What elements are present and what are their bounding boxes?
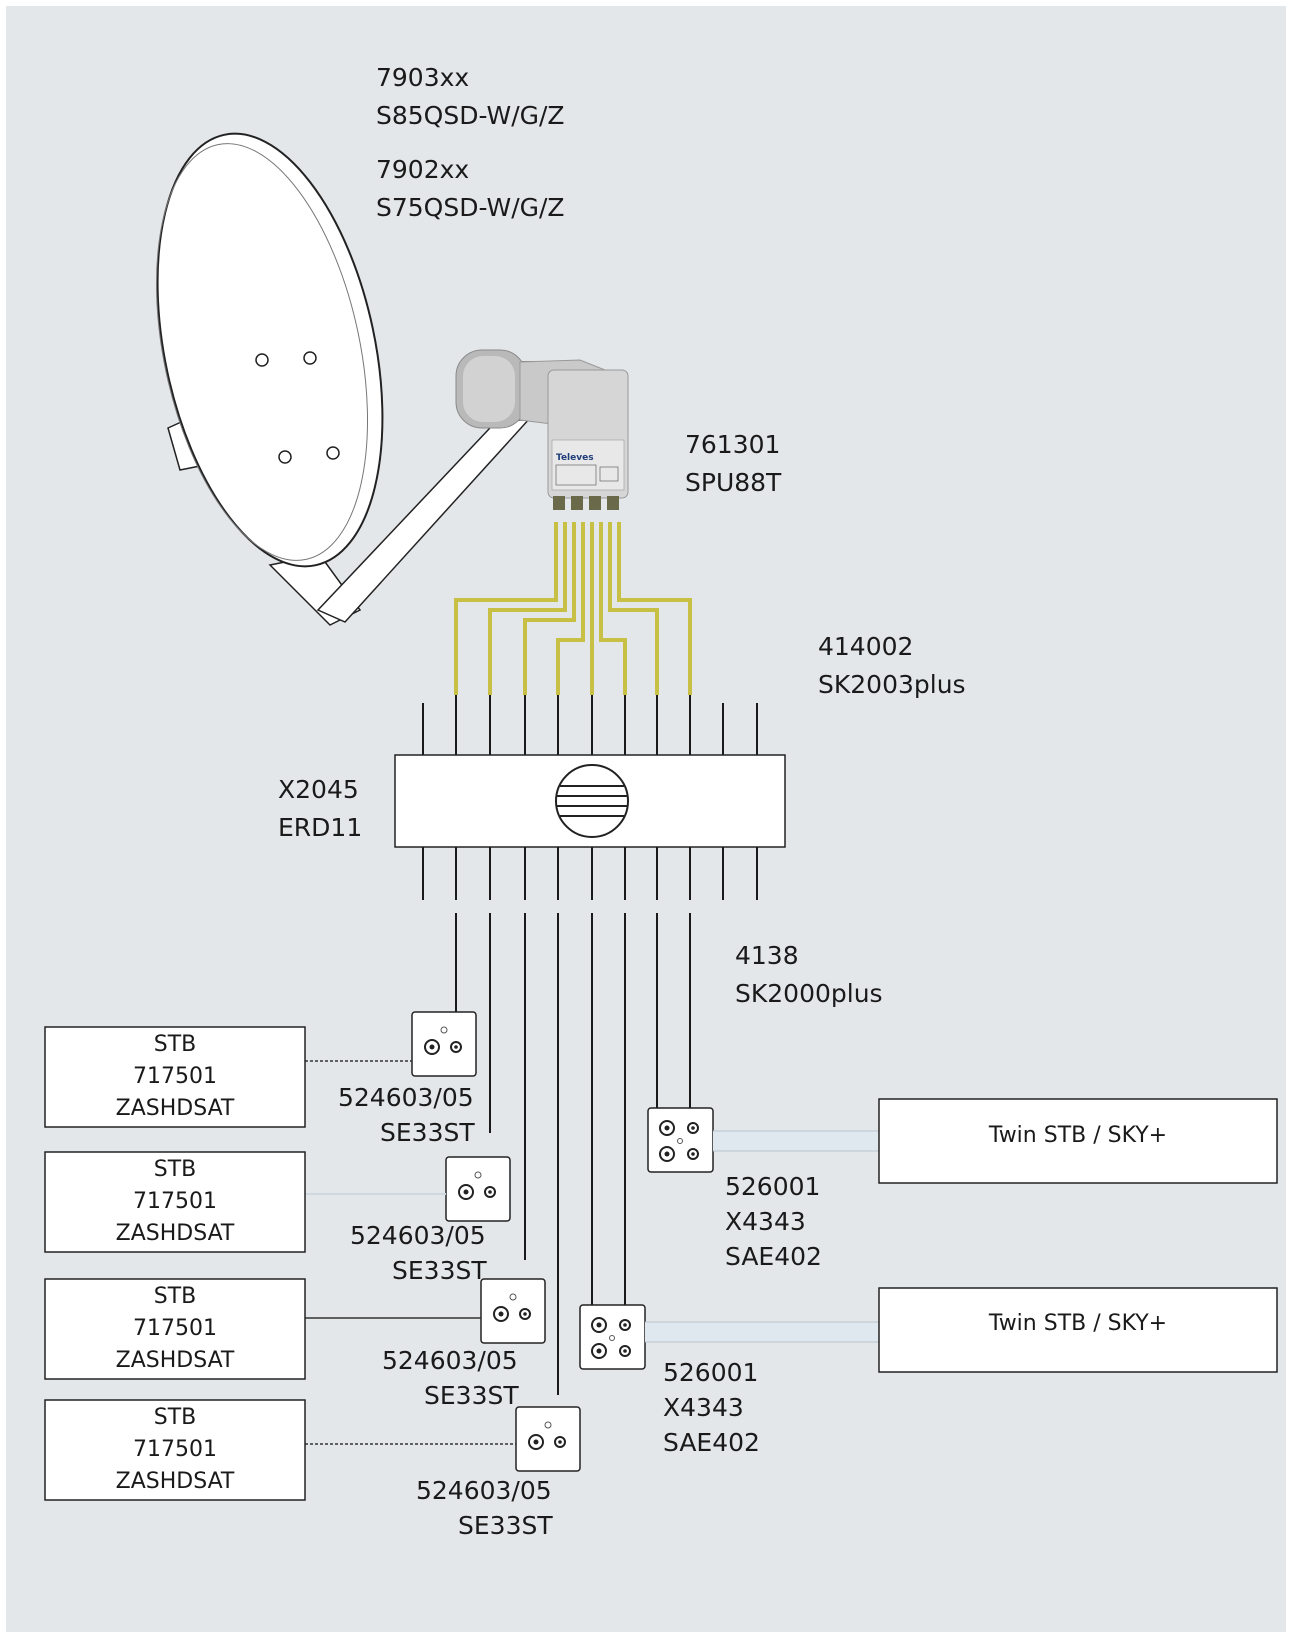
twin-cables	[645, 1130, 879, 1343]
stb-line1: STB	[154, 1405, 197, 1430]
stb-line1: STB	[154, 1032, 197, 1057]
twin-stb-box: Twin STB / SKY+	[878, 1098, 1278, 1184]
dish-model1-name: S85QSD-W/G/Z	[376, 101, 565, 130]
stb-line3: ZASHDSAT	[116, 1221, 235, 1246]
twin-socket-icon	[579, 1304, 646, 1370]
stb-line1: STB	[154, 1284, 197, 1309]
twin-socket-alt: X4343	[663, 1393, 744, 1422]
coax-socket-icon	[480, 1278, 546, 1344]
stb-line2: 717501	[133, 1189, 217, 1214]
cable-in-code: 414002	[818, 632, 913, 661]
twin-stb-box: Twin STB / SKY+	[878, 1287, 1278, 1373]
socket-name: SE33ST	[392, 1256, 487, 1285]
satellite-dish-icon	[155, 132, 562, 626]
stb-line3: ZASHDSAT	[116, 1469, 235, 1494]
twin-socket-alt: X4343	[725, 1207, 806, 1236]
lnb-code: 761301	[685, 430, 780, 459]
stb-links	[305, 1060, 516, 1445]
socket-code: 524603/05	[350, 1221, 486, 1250]
twin-stb-label: Twin STB / SKY+	[988, 1123, 1167, 1148]
multiswitch-code: X2045	[278, 775, 359, 804]
socket-code: 524603/05	[382, 1346, 518, 1375]
socket-name: SE33ST	[458, 1511, 553, 1540]
dish-model2-code: 7902xx	[376, 155, 469, 184]
twin-socket-code: 526001	[725, 1172, 820, 1201]
cable-out-code: 4138	[735, 941, 799, 970]
socket-code: 524603/05	[338, 1083, 474, 1112]
stb-line3: ZASHDSAT	[116, 1096, 235, 1121]
socket-name: SE33ST	[424, 1381, 519, 1410]
cable-in-name: SK2003plus	[818, 670, 966, 699]
stb-line1: STB	[154, 1157, 197, 1182]
lnb-icon: Televes	[455, 349, 629, 510]
stb-box: STB 717501 ZASHDSAT	[44, 1399, 306, 1501]
dish-model1-code: 7903xx	[376, 63, 469, 92]
cable-out-name: SK2000plus	[735, 979, 883, 1008]
twin-socket-name: SAE402	[725, 1242, 822, 1271]
lnb-name: SPU88T	[685, 468, 782, 497]
multiswitch	[394, 695, 786, 900]
lnb-output-cables	[454, 522, 692, 695]
grille-circle-icon	[555, 764, 629, 838]
coax-socket-icon	[515, 1406, 581, 1472]
lnb-brand: Televes	[556, 453, 594, 463]
dish-model2-name: S75QSD-W/G/Z	[376, 193, 565, 222]
stb-line2: 717501	[133, 1437, 217, 1462]
stb-box: STB 717501 ZASHDSAT	[44, 1151, 306, 1253]
drop-cables	[455, 913, 691, 1395]
socket-name: SE33ST	[380, 1118, 475, 1147]
coax-socket-icon	[445, 1156, 511, 1222]
stb-line3: ZASHDSAT	[116, 1348, 235, 1373]
twin-stb-label: Twin STB / SKY+	[988, 1311, 1167, 1336]
stb-box: STB 717501 ZASHDSAT	[44, 1026, 306, 1128]
twin-socket-icon	[647, 1107, 714, 1173]
twin-socket-name: SAE402	[663, 1428, 760, 1457]
twin-socket-code: 526001	[663, 1358, 758, 1387]
stb-box: STB 717501 ZASHDSAT	[44, 1278, 306, 1380]
coax-socket-icon	[411, 1011, 477, 1077]
stb-line2: 717501	[133, 1316, 217, 1341]
stb-line2: 717501	[133, 1064, 217, 1089]
socket-code: 524603/05	[416, 1476, 552, 1505]
multiswitch-name: ERD11	[278, 813, 362, 842]
